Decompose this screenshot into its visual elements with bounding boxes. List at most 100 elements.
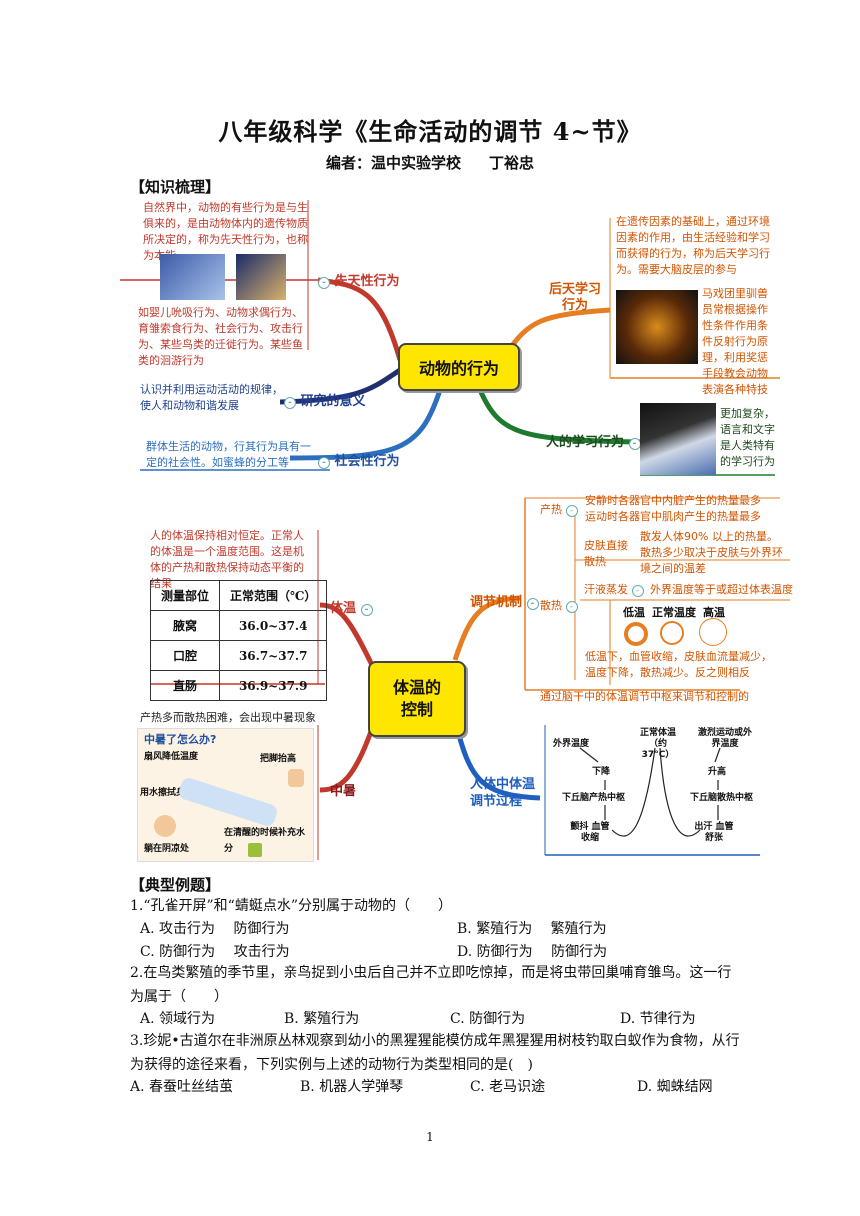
question-2-option: D. 节律行为 — [620, 1008, 696, 1028]
bodytemp-label: 体温 - — [330, 597, 373, 616]
collapse-icon: - — [318, 277, 330, 289]
heatstroke-pic-label: 把脚抬高 — [260, 751, 296, 767]
learned-desc: 在遗传因素的基础上，通过环境因素的作用，由生活经验和学习而获得的行为，称为后天学… — [616, 214, 776, 278]
baby-image — [160, 254, 225, 300]
human-label: 人的学习行为 - — [546, 431, 641, 450]
vessel-ring-low — [624, 622, 648, 646]
table-row: 腋窝 36.0~37.4 — [151, 611, 327, 641]
process-label: 人体中体温调节过程 — [470, 776, 540, 810]
animal-image — [236, 254, 286, 300]
process-left-bottom: 颤抖 血管收缩 — [570, 822, 610, 844]
mechanism-label-text: 调节机制 — [470, 595, 522, 610]
produce-label: 产热 - — [540, 502, 578, 518]
meaning-label-text: 研究的意义 — [301, 394, 366, 409]
question-1-option: D. 防御行为 防御行为 — [457, 941, 607, 961]
heatstroke-label: 中暑 — [330, 780, 356, 799]
question-1-option: B. 繁殖行为 繁殖行为 — [457, 918, 607, 938]
vessel-desc: 低温下，血管收缩，皮肤血流量减少，温度下降，散热减少。反之则相反 — [585, 649, 775, 681]
learned-example: 马戏团里驯兽员常根据操作性条件作用条件反射行为原理，利用奖惩手段教会动物表演各种… — [702, 286, 776, 398]
human-desc: 更加复杂，语言和文字是人类特有的学习行为 — [720, 406, 778, 470]
question-2: 2.在鸟类繁殖的季节里，亲鸟捉到小虫后自己并不立即吃惊掉，而是将虫带回巢哺育雏鸟… — [130, 961, 740, 1009]
collapse-icon: - — [566, 505, 578, 517]
dissipate-label: 散热 - — [540, 598, 578, 614]
innate-label-text: 先天性行为 — [335, 274, 400, 289]
social-desc: 群体生活的动物，行其行为具有一定的社会性。如蜜蜂的分工等 — [146, 439, 316, 471]
branch-learned — [505, 310, 610, 355]
innate-label: - 先天性行为 — [318, 270, 400, 289]
section-examples: 【典型例题】 — [130, 874, 220, 895]
table-header-cell: 测量部位 — [151, 581, 220, 611]
heatstroke-pic-label: 躺在阴凉处 — [144, 841, 189, 857]
document-title: 八年级科学《生命活动的调节 4~节》 — [0, 112, 860, 147]
question-2-option: B. 繁殖行为 — [284, 1008, 359, 1028]
person-feet — [288, 769, 304, 787]
mechanism-label: 调节机制 - — [470, 591, 539, 610]
reading-image — [640, 403, 716, 475]
meaning-desc: 认识并利用运动活动的规律，使人和动物和谐发展 — [140, 382, 290, 414]
author-label: 编者：温中实验学校 — [326, 154, 461, 172]
question-3: 3.珍妮•古道尔在非洲原丛林观察到幼小的黑猩猩能模仿成年黑猩猩用树枝钓取白蚁作为… — [130, 1029, 740, 1077]
process-left-top: 外界温度 — [553, 736, 589, 752]
page-number: 1 — [0, 1130, 860, 1144]
social-label-text: 社会性行为 — [335, 454, 400, 469]
skin-label: 皮肤直接散热 — [584, 538, 632, 570]
collapse-icon: - — [632, 585, 644, 597]
table-cell: 36.7~37.7 — [220, 641, 327, 671]
process-right-top: 激烈运动或外界温度 — [698, 728, 752, 750]
person-head — [154, 815, 176, 837]
collapse-icon: - — [361, 604, 373, 616]
question-2-option: A. 领域行为 — [140, 1008, 215, 1028]
heatstroke-pic-label: 在清醒的时候补充水分 — [224, 825, 313, 857]
table-row: 直肠 36.9~37.9 — [151, 671, 327, 701]
human-label-text: 人的学习行为 — [546, 435, 624, 450]
table-cell: 36.9~37.9 — [220, 671, 327, 701]
collapse-icon: - — [566, 601, 578, 613]
heatstroke-desc: 产热多而散热困难，会出现中暑现象 — [140, 710, 320, 726]
question-3-option: A. 春蚕吐丝结茧 — [130, 1076, 233, 1096]
table-header-row: 测量部位 正常范围（℃） — [151, 581, 327, 611]
question-3-option: C. 老马识途 — [470, 1076, 545, 1096]
table-row: 口腔 36.7~37.7 — [151, 641, 327, 671]
innate-examples: 如婴儿吮吸行为、动物求偶行为、育雏索食行为、社会行为、攻击行为、某些鸟类的迁徙行… — [138, 305, 310, 369]
map1-center-label: 动物的行为 — [419, 355, 499, 379]
collapse-icon: - — [318, 457, 330, 469]
process-right-center: 下丘脑散热中枢 — [690, 790, 753, 806]
person-figure — [177, 776, 279, 828]
skin-desc: 散发人体90% 以上的热量。散热多少取决于皮肤与外界环境之间的温差 — [640, 529, 788, 577]
sweat-label-text: 汗液蒸发 — [584, 583, 628, 596]
produce-label-text: 产热 — [540, 503, 562, 516]
process-middle: 正常体温（约37°C） — [636, 728, 680, 761]
map2-center-label: 体温的控制 — [387, 677, 447, 721]
ring-label-low: 低温 — [623, 605, 645, 621]
social-label: - 社会性行为 — [318, 450, 400, 469]
bodytemp-label-text: 体温 — [330, 601, 356, 616]
produce-desc: 安静时各器官中内脏产生的热量最多 运动时各器官中肌肉产生的热量最多 — [585, 493, 775, 525]
temperature-table: 测量部位 正常范围（℃） 腋窝 36.0~37.4 口腔 36.7~37.7 直… — [150, 580, 327, 701]
table-cell: 直肠 — [151, 671, 220, 701]
sweat-label: 汗液蒸发 - — [584, 582, 644, 598]
water-cup — [248, 843, 262, 857]
heatstroke-pic-title: 中暑了怎么办? — [144, 732, 216, 748]
process-right-bottom: 出汗 血管舒张 — [694, 822, 734, 844]
question-3-option: D. 蜘蛛结网 — [637, 1076, 713, 1096]
collapse-icon: - — [284, 397, 296, 409]
table-cell: 口腔 — [151, 641, 220, 671]
heatstroke-label-text: 中暑 — [330, 784, 356, 799]
table-cell: 36.0~37.4 — [220, 611, 327, 641]
vessel-ring-high — [699, 618, 727, 646]
author-line: 编者：温中实验学校丁裕忠 — [0, 152, 860, 173]
process-right-mid: 升高 — [708, 764, 726, 780]
heatstroke-pic-label: 扇风降低温度 — [144, 749, 198, 765]
dissipate-label-text: 散热 — [540, 599, 562, 612]
map2-center-node: 体温的控制 — [368, 661, 466, 737]
heatstroke-illustration: 中暑了怎么办? 扇风降低温度 把脚抬高 用水擦拭身体 在清醒的时候补充水分 躺在… — [137, 728, 314, 862]
center-desc: 通过脑干中的体温调节中枢来调节和控制的 — [540, 689, 749, 705]
vessel-ring-normal — [660, 621, 684, 645]
question-1: 1.“孔雀开屏”和“蜻蜓点水”分别属于动物的（ ） — [130, 894, 740, 918]
question-2-option: C. 防御行为 — [450, 1008, 525, 1028]
table-cell: 腋窝 — [151, 611, 220, 641]
branch-innate — [318, 280, 400, 360]
question-1-option: A. 攻击行为 防御行为 — [140, 918, 289, 938]
learned-label: 后天学习行为 — [546, 282, 604, 314]
sweat-desc: 外界温度等于或超过体表温度 — [650, 582, 793, 598]
